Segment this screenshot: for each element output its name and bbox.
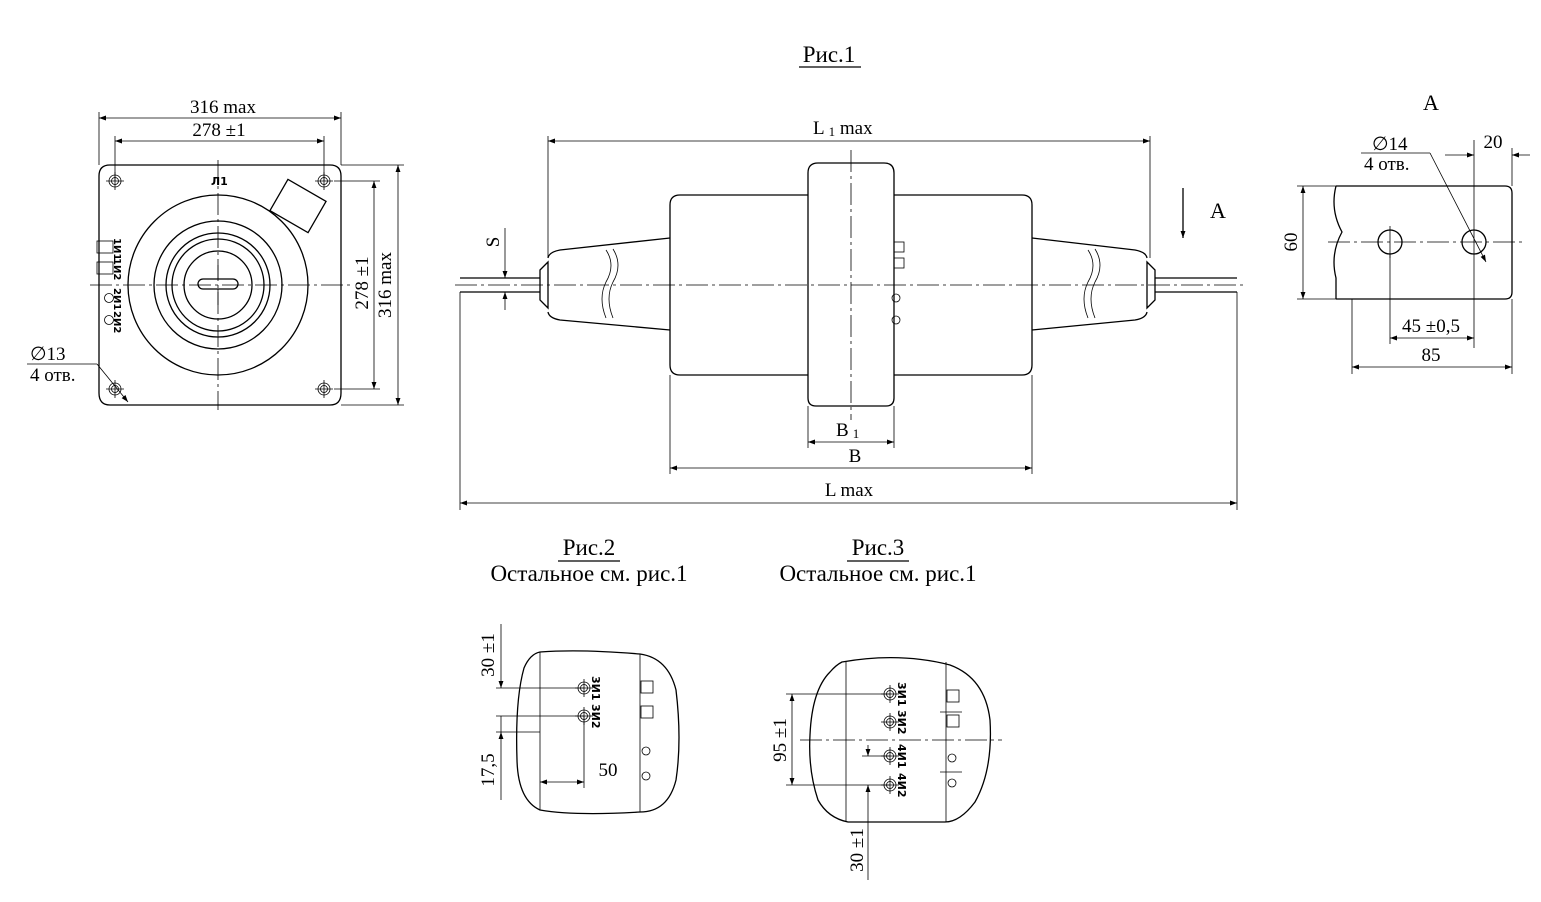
svg-text:Остальное см. рис.1: Остальное см. рис.1 bbox=[779, 561, 976, 586]
secondary-terminals-front: 1И1 1И2 2И1 2И2 bbox=[96, 238, 122, 333]
svg-text:278 ±1: 278 ±1 bbox=[352, 256, 373, 309]
svg-text:Рис.2: Рис.2 bbox=[563, 535, 616, 560]
svg-text:316 max: 316 max bbox=[375, 252, 396, 318]
svg-text:2И2: 2И2 bbox=[111, 311, 122, 333]
side-view bbox=[455, 150, 1245, 420]
nameplate bbox=[269, 178, 327, 234]
view-a-dim-45: 45 ±0,5 bbox=[1389, 254, 1474, 344]
svg-text:Остальное см. рис.1: Остальное см. рис.1 bbox=[490, 561, 687, 586]
svg-text:3И1: 3И1 bbox=[589, 676, 602, 701]
side-dim-S: S bbox=[483, 228, 510, 310]
svg-text:S: S bbox=[483, 237, 504, 248]
svg-text:30 ±1: 30 ±1 bbox=[847, 828, 868, 872]
svg-text:3И2: 3И2 bbox=[895, 710, 908, 735]
fig2-detail: 3И1 3И2 30 ±1 17,5 50 bbox=[478, 624, 680, 815]
svg-text:30 ±1: 30 ±1 bbox=[478, 633, 499, 677]
svg-text:95 ±1: 95 ±1 bbox=[770, 718, 791, 762]
mount-hole-bl bbox=[105, 379, 125, 399]
side-dim-L: L max bbox=[459, 292, 1238, 510]
svg-text:4И1: 4И1 bbox=[895, 744, 908, 769]
svg-text:3И2: 3И2 bbox=[589, 704, 602, 729]
mounting-plate bbox=[98, 164, 342, 406]
svg-text:4 отв.: 4 отв. bbox=[30, 365, 76, 386]
svg-text:2И1: 2И1 bbox=[111, 288, 122, 310]
view-a-dim-20: 20 bbox=[1445, 132, 1530, 186]
svg-text:A: A bbox=[1423, 90, 1439, 115]
front-dim-height-outer: 316 max bbox=[341, 164, 404, 406]
view-arrow-a: A bbox=[1180, 188, 1226, 238]
view-a: A bbox=[1328, 90, 1525, 348]
svg-text:∅13: ∅13 bbox=[30, 344, 66, 365]
side-dim-B: B bbox=[669, 375, 1033, 474]
front-view: Л1 1И1 1И2 2И1 2И2 bbox=[90, 160, 350, 410]
svg-text:4 отв.: 4 отв. bbox=[1364, 154, 1410, 175]
svg-text:∅14: ∅14 bbox=[1372, 134, 1408, 155]
svg-text:60: 60 bbox=[1281, 233, 1302, 252]
svg-text:Рис.1: Рис.1 bbox=[803, 42, 856, 67]
fig3-detail: 3И1 3И2 4И1 4И2 95 ±1 30 ±1 bbox=[770, 657, 1002, 880]
front-dim-width-outer: 316 max bbox=[98, 97, 342, 165]
terminal-label-l1: Л1 bbox=[211, 175, 228, 188]
svg-text:A: A bbox=[1210, 198, 1226, 223]
svg-text:45 ±0,5: 45 ±0,5 bbox=[1402, 316, 1460, 337]
svg-text:1И1: 1И1 bbox=[111, 238, 122, 260]
svg-text:20: 20 bbox=[1484, 132, 1503, 153]
svg-text:Рис.3: Рис.3 bbox=[852, 535, 905, 560]
svg-text:1И2: 1И2 bbox=[111, 258, 122, 280]
svg-text:278 ±1: 278 ±1 bbox=[192, 120, 245, 141]
svg-text:4И2: 4И2 bbox=[895, 773, 908, 798]
svg-text:3И1: 3И1 bbox=[895, 682, 908, 707]
svg-text:17,5: 17,5 bbox=[478, 753, 499, 786]
front-dim-height-holes: 278 ±1 bbox=[334, 180, 380, 390]
mount-hole-br bbox=[314, 379, 334, 399]
view-a-dim-60: 60 bbox=[1281, 185, 1336, 300]
front-callout-hole-dia: ∅13 4 отв. bbox=[27, 344, 129, 403]
svg-text:L max: L max bbox=[825, 480, 874, 501]
svg-text:L1 max: L1 max bbox=[813, 118, 873, 139]
fig3-header: Рис.3 Остальное см. рис.1 bbox=[779, 535, 976, 586]
front-dim-width-holes: 278 ±1 bbox=[114, 120, 325, 181]
view-a-callout-hole: ∅14 4 отв. bbox=[1361, 134, 1487, 263]
view-a-dim-85: 85 bbox=[1351, 299, 1513, 374]
fig2-header: Рис.2 Остальное см. рис.1 bbox=[490, 535, 687, 586]
fig1-title: Рис.1 bbox=[799, 42, 861, 68]
svg-text:B: B bbox=[849, 446, 862, 467]
svg-text:B1: B1 bbox=[836, 420, 859, 441]
svg-text:50: 50 bbox=[599, 760, 618, 781]
svg-text:316 max: 316 max bbox=[190, 97, 256, 118]
svg-text:85: 85 bbox=[1422, 345, 1441, 366]
